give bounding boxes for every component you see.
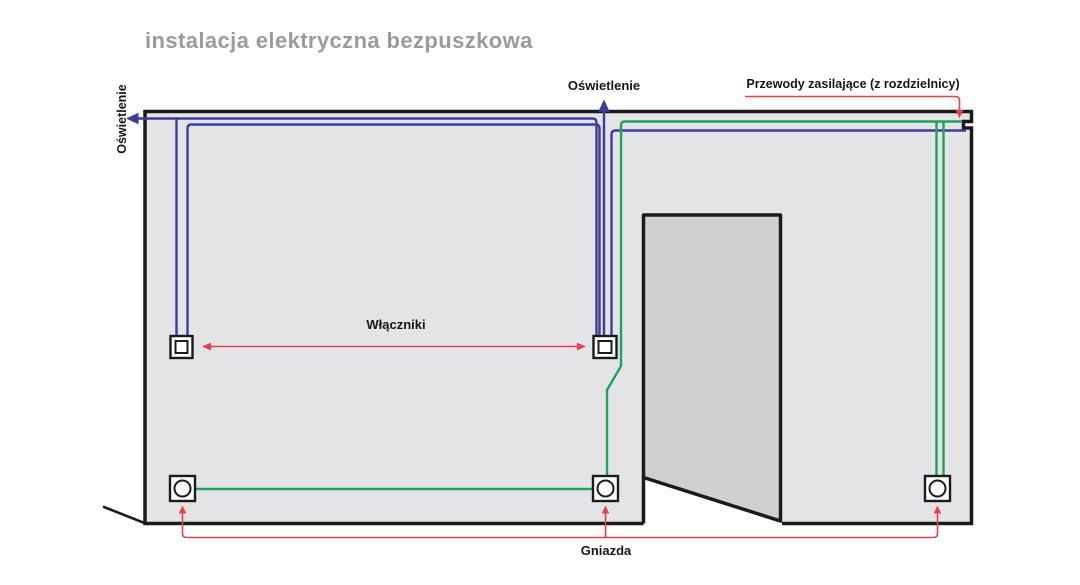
wire-supply-lighting — [610, 129, 966, 336]
wall-outline — [143, 109, 974, 526]
floor-line — [102, 505, 149, 526]
switch-box-left — [169, 334, 194, 360]
annotation-supply-pointer — [745, 95, 964, 119]
door-panel — [641, 213, 783, 523]
annotation-switches-arrow — [202, 342, 586, 351]
wire-lighting-run-left — [138, 117, 598, 336]
label-sockets: Gniazda — [580, 543, 632, 558]
wall — [145, 111, 972, 524]
annotation-sockets-pointer — [178, 505, 942, 539]
arrow-lighting-top-icon — [598, 99, 610, 112]
socket-box-right — [923, 474, 952, 503]
socket-box-middle — [591, 474, 620, 503]
label-lighting-left: Oświetlenie — [115, 84, 129, 154]
wire-supply-socket — [605, 120, 962, 478]
wire-socket-right-branch — [935, 122, 945, 478]
label-lighting-top: Oświetlenie — [567, 78, 641, 93]
socket-box-left — [168, 474, 197, 503]
switch-box-right — [592, 334, 618, 360]
arrow-lighting-left-icon — [126, 112, 139, 125]
page-title: instalacja elektryczna bezpuszkowa — [145, 28, 533, 53]
wire-switch1-switch2-link — [186, 123, 601, 336]
label-switches: Włączniki — [366, 317, 426, 332]
label-supply-feed: Przewody zasilające (z rozdzielnicy) — [746, 77, 960, 91]
